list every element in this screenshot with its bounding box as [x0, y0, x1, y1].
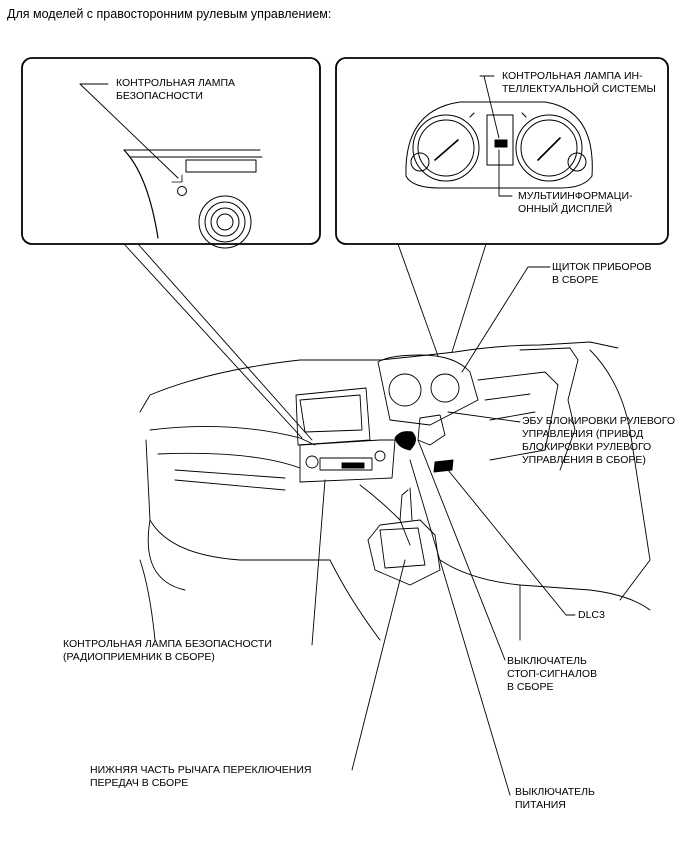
callout-lines [311, 266, 576, 796]
label-dlc3: DLC3 [578, 609, 605, 621]
label-multi-display: МУЛЬТИИНФОРМАЦИ-ОННЫЙ ДИСПЛЕЙ [518, 190, 633, 215]
dashboard-illustration [139, 341, 651, 641]
label-smart-system-lamp: КОНТРОЛЬНАЯ ЛАМПА ИН-ТЕЛЛЕКТУАЛЬНОЙ СИСТ… [502, 70, 656, 95]
leader-line [79, 83, 179, 179]
inset-combination-meter [335, 57, 669, 245]
page-title: Для моделей с правосторонним рулевым упр… [7, 7, 332, 21]
inset-security-lamp [21, 57, 321, 249]
label-security-lamp-radio: КОНТРОЛЬНАЯ ЛАМПА БЕЗОПАСНОСТИ(РАДИОПРИЕ… [63, 638, 272, 663]
security-indicator-icon [177, 186, 187, 196]
smart-system-lamp-icon [494, 139, 508, 148]
